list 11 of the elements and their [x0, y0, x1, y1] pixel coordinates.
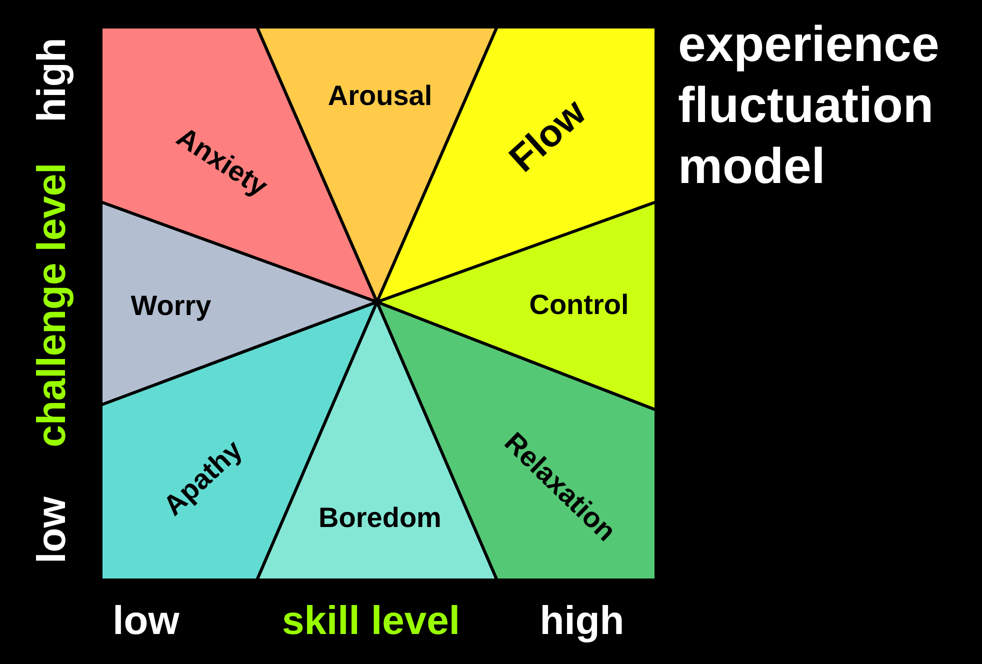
axis-title: challenge level [32, 162, 72, 448]
axis-end-label: low [32, 496, 72, 564]
sector-label: Boredom [318, 504, 442, 532]
sector-label: Control [529, 291, 629, 319]
axis-end-label: high [540, 601, 624, 641]
axis-title: skill level [282, 601, 460, 641]
sector-label: Arousal [328, 82, 432, 110]
diagram-title: experience fluctuation model [678, 15, 940, 196]
sector-label: Worry [130, 292, 212, 320]
axis-end-label: high [32, 38, 72, 122]
axis-end-label: low [112, 601, 180, 641]
